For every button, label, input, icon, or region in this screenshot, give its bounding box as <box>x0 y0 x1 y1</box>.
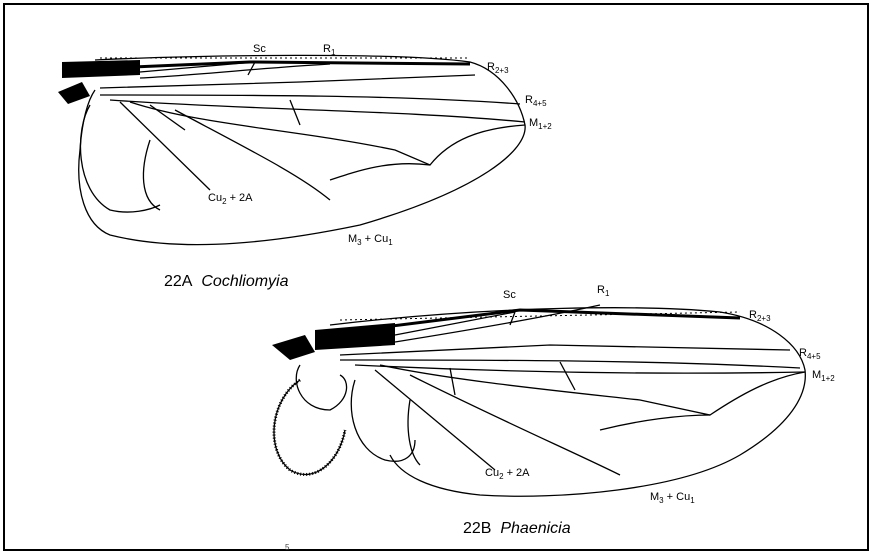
label-cu2a-b: Cu2 + 2A <box>485 468 530 481</box>
page-mark: 5 <box>285 543 289 552</box>
wing-a <box>58 55 525 244</box>
label-r23-a: R2+3 <box>487 62 509 75</box>
label-r45-b: R4+5 <box>799 348 821 361</box>
label-r1-a: R1 <box>323 44 335 57</box>
wing-b <box>272 305 805 496</box>
label-sc-b: Sc <box>503 290 516 301</box>
label-r1-b: R1 <box>597 285 609 298</box>
caption-22a: 22A Cochliomyia <box>164 274 289 290</box>
label-cu2a-a: Cu2 + 2A <box>208 193 253 206</box>
label-sc-a: Sc <box>253 44 266 55</box>
label-r45-a: R4+5 <box>525 95 547 108</box>
label-r23-b: R2+3 <box>749 310 771 323</box>
label-m12-b: M1+2 <box>812 370 835 383</box>
caption-22b: 22B Phaenicia <box>463 521 571 537</box>
label-m3cu1-b: M3 + Cu1 <box>650 492 695 505</box>
label-m12-a: M1+2 <box>529 118 552 131</box>
label-m3cu1-a: M3 + Cu1 <box>348 234 393 247</box>
